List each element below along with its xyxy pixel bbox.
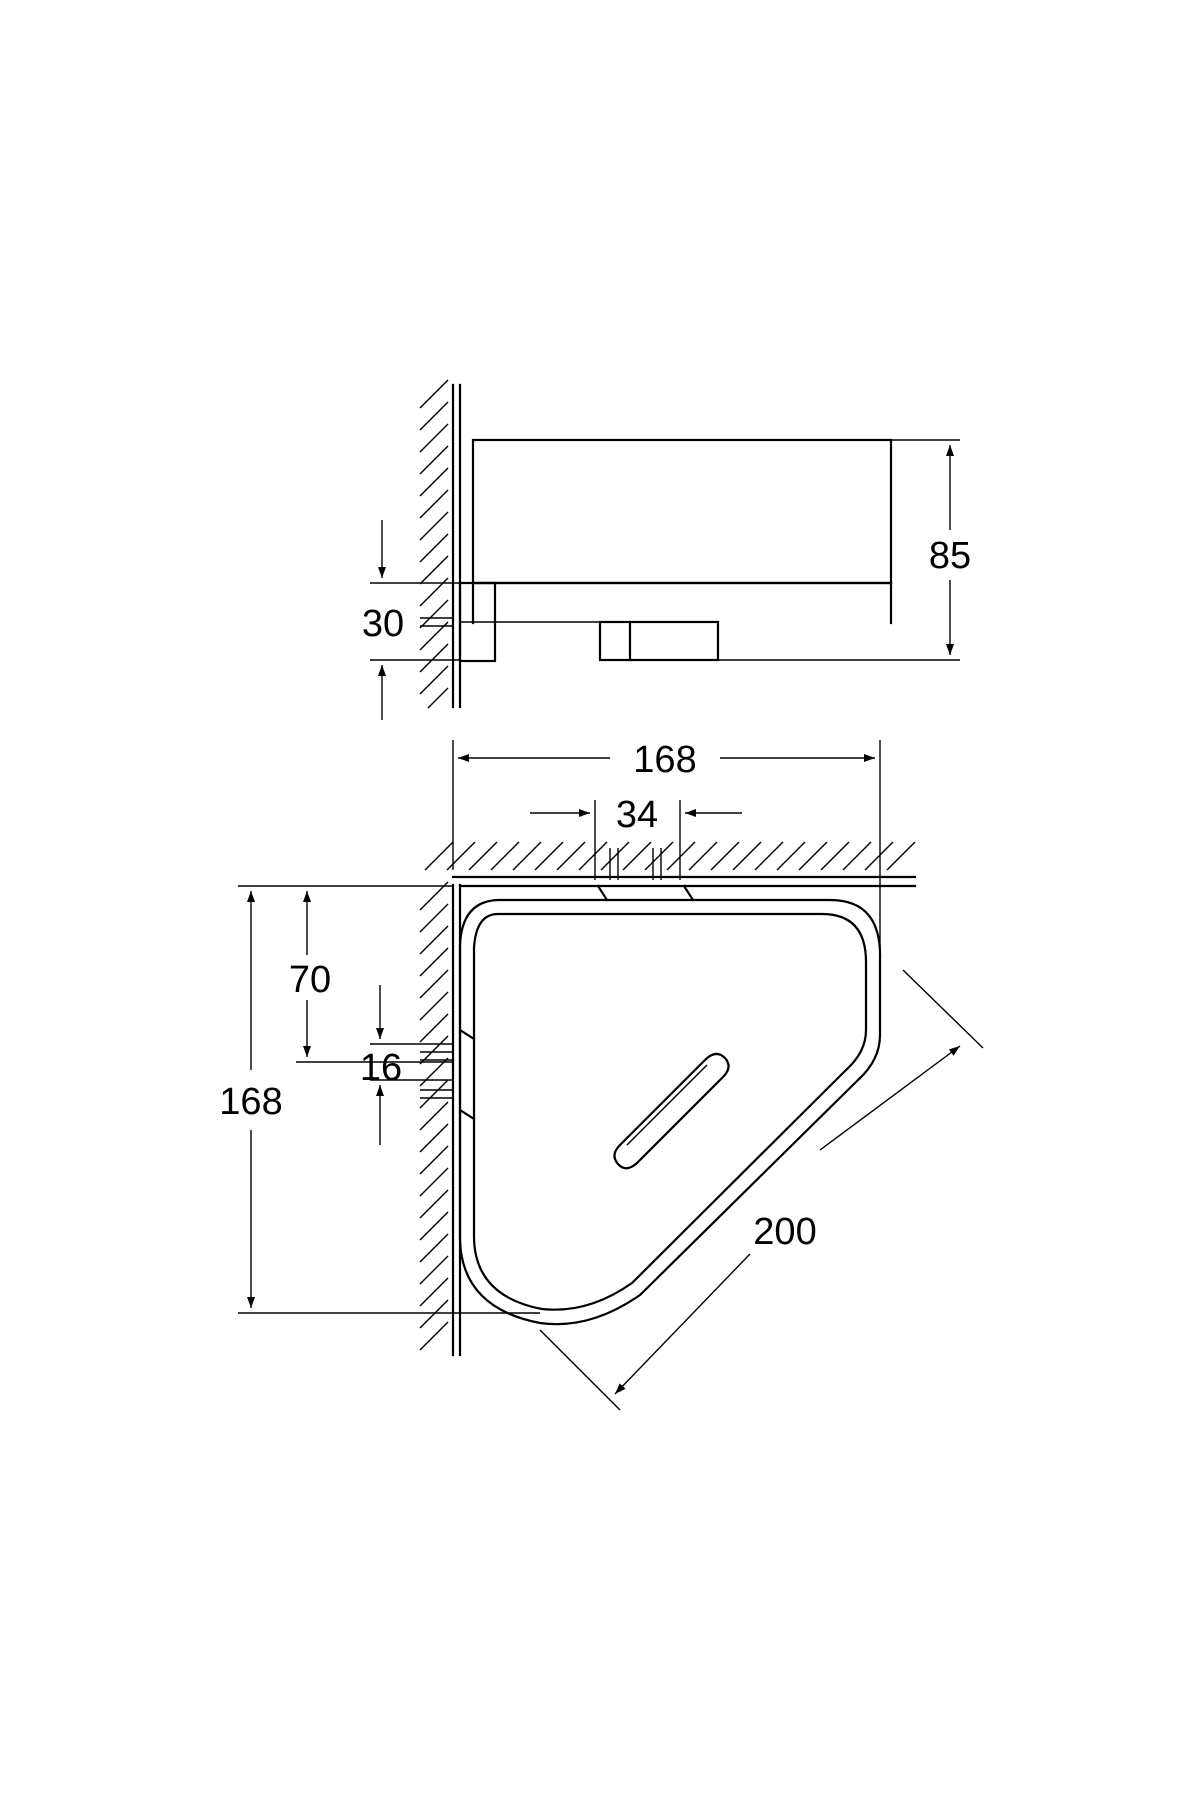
top-view-left-wall: [419, 881, 462, 1357]
dimension-168-width-label: 168: [633, 739, 696, 781]
dimension-70: 70: [289, 891, 453, 1063]
dimension-168-depth: 168: [219, 885, 540, 1314]
dimension-34: 34: [530, 794, 742, 880]
top-view: 168 34 168 70: [219, 739, 984, 1411]
dimension-34-label: 34: [616, 794, 658, 836]
corner-shelf: [458, 884, 882, 1326]
dimension-30-label: 30: [362, 603, 404, 645]
dimension-30: 30: [362, 520, 460, 720]
dimension-168-depth-label: 168: [219, 1081, 282, 1123]
side-view-wall: [419, 379, 462, 709]
dimension-200-label: 200: [753, 1211, 816, 1253]
dimension-85-label: 85: [929, 535, 971, 577]
side-view-shelf: [458, 438, 893, 663]
dimension-16: 16: [360, 985, 453, 1145]
dimension-16-label: 16: [360, 1047, 402, 1089]
dimension-85: 85: [718, 439, 971, 661]
top-view-top-wall: [424, 841, 917, 888]
dimension-70-label: 70: [289, 959, 331, 1001]
dimension-168-width: 168: [452, 739, 881, 960]
side-view: 85 30: [362, 379, 971, 720]
dimension-200: 200: [539, 969, 984, 1411]
